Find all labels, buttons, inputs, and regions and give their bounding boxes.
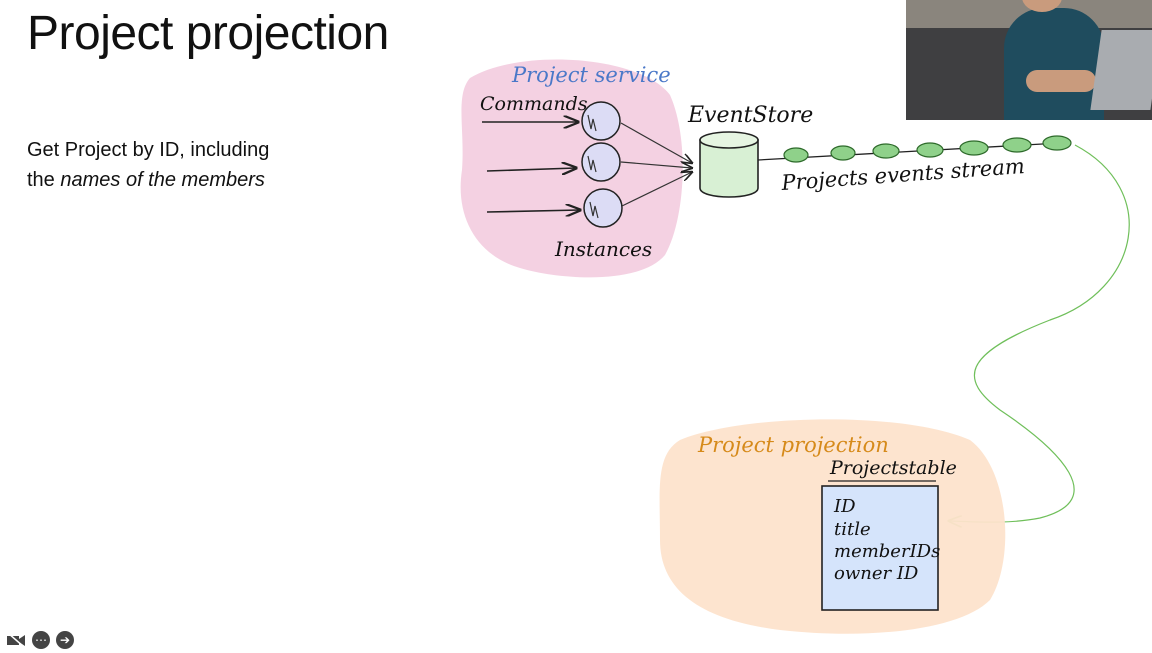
table-field: title bbox=[834, 519, 871, 540]
bullet-emphasis: names of the members bbox=[60, 169, 265, 191]
event-stream bbox=[783, 135, 1072, 163]
command-arrow bbox=[486, 210, 580, 212]
service-label: Project service bbox=[511, 63, 671, 87]
store-arrow bbox=[620, 122, 692, 163]
table-field: owner ID bbox=[834, 563, 919, 584]
stream-label: Projects events stream bbox=[780, 154, 1026, 195]
store-arrow bbox=[621, 172, 692, 207]
store-arrow bbox=[620, 161, 692, 168]
slide-title: Project projection bbox=[27, 7, 389, 60]
event-dot bbox=[872, 143, 900, 159]
instance-node bbox=[581, 101, 621, 141]
event-dot bbox=[1002, 137, 1032, 153]
camera-off-icon[interactable] bbox=[6, 632, 26, 648]
instances-label: Instances bbox=[554, 237, 652, 261]
event-dot bbox=[1042, 135, 1072, 151]
projects-table bbox=[821, 485, 939, 611]
event-dot bbox=[783, 147, 809, 163]
table-field: ID bbox=[833, 496, 856, 517]
video-presenter-head bbox=[1022, 0, 1062, 12]
presentation-toolbar: ⋯ ➔ bbox=[6, 631, 74, 649]
commands-label: Commands bbox=[480, 93, 588, 115]
scribble-icon bbox=[587, 155, 597, 173]
video-laptop bbox=[1090, 30, 1152, 110]
table-field: memberIDs bbox=[834, 541, 940, 562]
slide-bullet: Get Project by ID, including the names o… bbox=[27, 135, 287, 195]
command-arrow bbox=[486, 168, 576, 171]
event-dot bbox=[916, 142, 944, 158]
event-store bbox=[699, 139, 759, 198]
instance-node bbox=[583, 188, 623, 228]
stream-to-projection-curve bbox=[950, 144, 1130, 522]
next-icon[interactable]: ➔ bbox=[56, 631, 74, 649]
scribble-icon bbox=[587, 114, 597, 132]
event-store-top bbox=[699, 131, 759, 149]
event-dot bbox=[959, 140, 989, 156]
video-presenter-arm bbox=[1026, 70, 1096, 92]
bullet-text: Get Project by ID, including the bbox=[27, 139, 270, 191]
table-title: Projectstable bbox=[829, 457, 957, 479]
video-presenter bbox=[1004, 8, 1104, 120]
scribble-icon bbox=[589, 201, 599, 219]
webcam-video bbox=[906, 0, 1152, 120]
projection-label: Project projection bbox=[697, 433, 889, 457]
more-icon[interactable]: ⋯ bbox=[32, 631, 50, 649]
event-store-label: EventStore bbox=[687, 103, 813, 128]
instance-node bbox=[581, 142, 621, 182]
event-dot bbox=[830, 145, 856, 161]
